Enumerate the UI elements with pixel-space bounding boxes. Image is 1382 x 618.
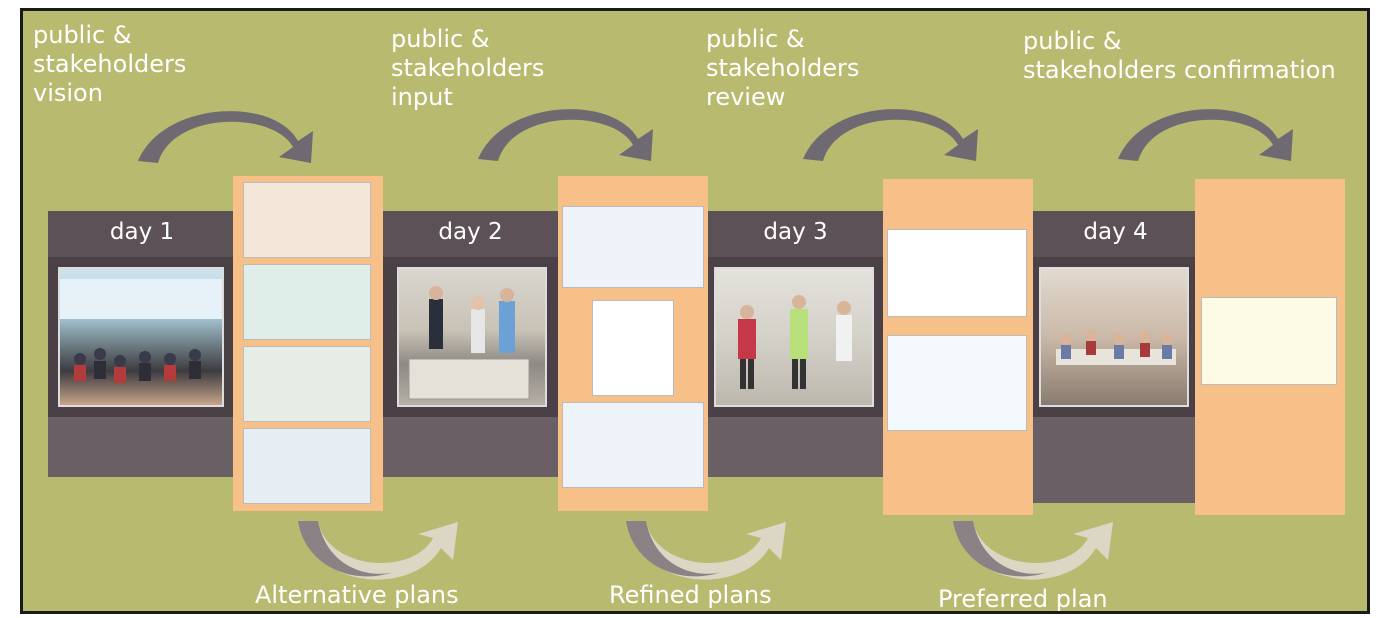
plan-map (1201, 297, 1337, 385)
curved-arrow-icon (626, 521, 786, 580)
curved-arrow-icon (803, 109, 978, 161)
day-3-panel: day 3 (708, 211, 883, 477)
day-3-label: day 3 (763, 219, 828, 245)
top-label-vision: public & stakeholders vision (33, 21, 187, 107)
bottom-label-refined: Refined plans (609, 581, 772, 609)
day-2-panel: day 2 (383, 211, 558, 477)
day-1-label: day 1 (109, 219, 175, 245)
meeting-photo (714, 267, 874, 407)
top-label-review: public & stakeholders review (706, 25, 860, 111)
plan-map (592, 300, 674, 396)
meeting-photo (58, 267, 224, 407)
day-4-panel: day 4 (1033, 211, 1198, 503)
curved-arrow-icon (1118, 109, 1293, 161)
alternative-plans-panel (233, 176, 383, 511)
plan-map (243, 346, 371, 422)
curved-arrow-icon (953, 521, 1113, 580)
meeting-photo (1039, 267, 1189, 407)
meeting-photo (397, 267, 547, 407)
top-label-input: public & stakeholders input (391, 25, 545, 111)
day-4-label: day 4 (1083, 219, 1148, 245)
curved-arrow-icon (478, 109, 653, 161)
refined-plans-panel (558, 176, 708, 511)
curved-arrow-icon (298, 521, 458, 580)
day-2-label: day 2 (438, 219, 503, 245)
plan-map (243, 428, 371, 504)
bottom-label-preferred: Preferred plan (938, 585, 1108, 613)
preferred-plan-panel (883, 179, 1033, 515)
confirmation-panel (1195, 179, 1345, 515)
bottom-label-alternative: Alternative plans (255, 581, 459, 609)
curved-arrow-icon (138, 111, 313, 163)
plan-map (562, 402, 704, 488)
plan-map (243, 264, 371, 340)
day-1-panel: day 1 (48, 211, 236, 477)
top-label-confirmation: public & stakeholders confirmation (1023, 27, 1336, 84)
plan-map (887, 335, 1027, 431)
plan-map (887, 229, 1027, 317)
plan-map (562, 206, 704, 288)
process-diagram: public & stakeholders vision public & st… (20, 8, 1370, 614)
plan-map (243, 182, 371, 258)
